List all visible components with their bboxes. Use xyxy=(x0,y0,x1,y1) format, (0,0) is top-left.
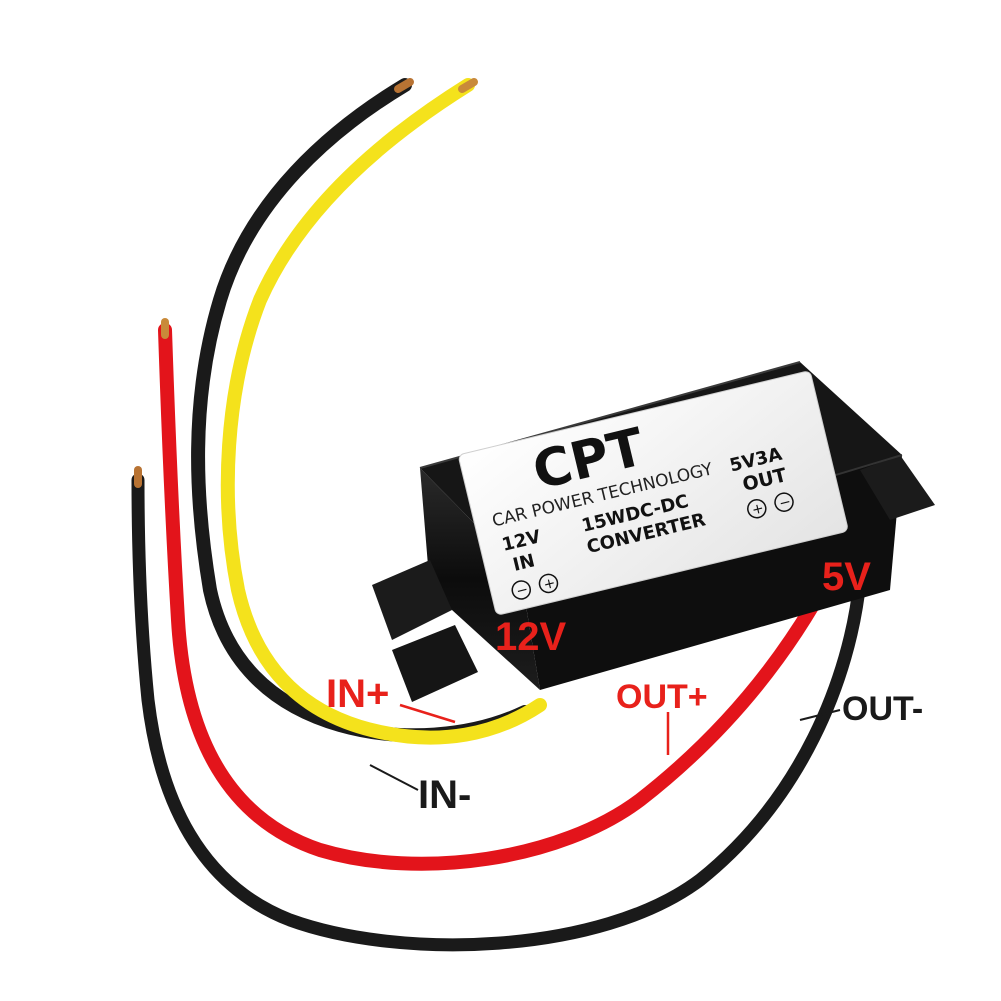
callout-out-plus: OUT+ xyxy=(616,678,708,716)
plate-input-text: IN xyxy=(511,550,537,576)
svg-text:−: − xyxy=(778,494,793,512)
callout-out-minus: OUT- xyxy=(842,690,923,728)
plate-out-plus-icon xyxy=(747,498,767,519)
plate-out-minus-icon xyxy=(774,492,794,512)
svg-text:+: + xyxy=(750,500,765,518)
wire-group xyxy=(131,78,867,952)
housing-front-face xyxy=(420,468,540,690)
svg-text:−: − xyxy=(515,582,530,600)
plate-in-minus-icon xyxy=(511,580,532,600)
leader-out-minus xyxy=(799,709,841,721)
callout-in-minus: IN- xyxy=(418,773,471,817)
wire-tip-yellow xyxy=(458,78,478,93)
label-plate-background xyxy=(458,371,848,615)
wire-tip-black xyxy=(394,78,414,93)
label-plate: CPT CAR POWER TECHNOLOGY 12V IN 15WDC-DC… xyxy=(458,371,848,615)
wire-red-out xyxy=(158,323,837,871)
svg-text:+: + xyxy=(542,575,557,593)
wire-black-out xyxy=(131,473,867,952)
callout-12v: 12V xyxy=(495,615,566,659)
callout-5v: 5V xyxy=(822,555,871,599)
mounting-tab-left xyxy=(372,560,452,640)
leader-in-plus xyxy=(399,703,456,724)
leader-in-minus xyxy=(369,764,419,791)
wire-yellow-in xyxy=(220,78,547,745)
callout-in-plus: IN+ xyxy=(326,672,389,716)
mounting-tab-left-lower xyxy=(392,625,478,702)
plate-in-plus-icon xyxy=(538,573,559,594)
mounting-tab-right xyxy=(860,455,935,520)
callout-leaders xyxy=(369,703,841,791)
